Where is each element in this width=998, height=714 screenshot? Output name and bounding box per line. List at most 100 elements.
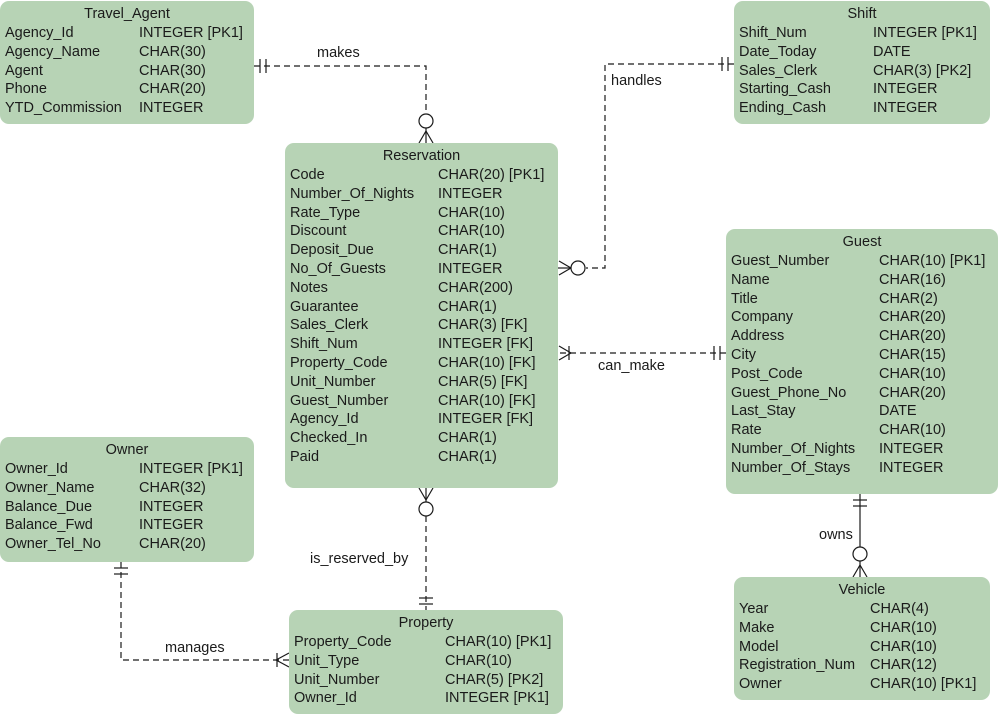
attribute-type: CHAR(20): [879, 384, 946, 401]
attribute-type: CHAR(15): [879, 346, 946, 363]
attribute-type: CHAR(3) [PK2]: [873, 62, 972, 79]
can-make-label: can_make: [598, 358, 665, 374]
makes-label: makes: [317, 45, 360, 61]
attribute-name: Name: [731, 271, 770, 288]
attribute-type: CHAR(4): [870, 601, 929, 617]
attribute-type: CHAR(30): [139, 43, 206, 60]
attribute-type: CHAR(10) [PK1]: [870, 676, 977, 693]
attribute-name: Owner_Tel_No: [5, 536, 101, 553]
attribute-name: No_Of_Guests: [290, 260, 386, 277]
attribute-name: Agency_Name: [5, 43, 101, 60]
attribute-name: Deposit_Due: [290, 242, 374, 259]
attribute-name: Guarantee: [290, 298, 359, 315]
attribute-type: CHAR(20): [879, 328, 946, 345]
attribute-row: Number_Of_Nights INTEGER: [731, 440, 998, 459]
entity-title: Property: [398, 615, 454, 631]
attribute-type: CHAR(10): [870, 619, 937, 636]
owns-connector: [852, 494, 868, 578]
attribute-name: Code: [290, 167, 325, 183]
entity-title: Reservation: [382, 148, 461, 164]
is-reserved-by-connector: [418, 487, 434, 610]
attribute-name: Number_Of_Stays: [731, 459, 851, 476]
attribute-type: INTEGER: [879, 440, 944, 457]
attribute-type: CHAR(30): [139, 62, 206, 79]
attribute-type: CHAR(10): [438, 223, 505, 240]
attribute-name: Rate: [731, 422, 762, 439]
attribute-type: CHAR(16): [879, 271, 946, 288]
owns-label: owns: [819, 527, 853, 543]
attribute-type: INTEGER [PK1]: [139, 25, 243, 41]
attribute-name: Number_Of_Nights: [731, 440, 856, 457]
is-reserved-by-label: is_reserved_by: [310, 551, 409, 567]
attribute-type: CHAR(3) [FK]: [438, 317, 528, 334]
attribute-name: Unit_Number: [294, 671, 380, 688]
attribute-name: City: [731, 346, 756, 363]
attribute-type: INTEGER [PK1]: [873, 25, 977, 41]
attribute-name: Registration_Num: [739, 657, 856, 674]
attribute-name: Number_Of_Nights: [290, 185, 415, 202]
attribute-type: CHAR(2): [879, 290, 938, 307]
handles-connector: [558, 57, 734, 276]
attribute-name: Owner_Id: [294, 690, 357, 707]
attribute-type: CHAR(1): [438, 448, 497, 465]
attribute-name: Rate_Type: [290, 204, 361, 221]
attribute-type: CHAR(10): [438, 204, 505, 221]
attribute-name: Starting_Cash: [739, 81, 831, 98]
attribute-type: CHAR(1): [438, 242, 497, 259]
attribute-name: Phone: [5, 81, 47, 98]
attribute-type: INTEGER: [139, 100, 204, 117]
entity-reservation[interactable]: Reservation Code CHAR(20) [PK1] Number_Of_…: [285, 143, 558, 488]
attribute-type: CHAR(12): [870, 657, 937, 674]
attribute-type: INTEGER: [873, 100, 938, 117]
attribute-type: CHAR(20): [139, 536, 206, 553]
attribute-type: CHAR(20) [PK1]: [438, 167, 545, 183]
entity-title: Vehicle: [838, 582, 886, 598]
manages-label: manages: [165, 640, 225, 656]
attribute-type: CHAR(10) [FK]: [438, 392, 536, 409]
manages-connector: [114, 562, 290, 668]
attribute-name: Company: [731, 309, 794, 326]
attribute-type: INTEGER [PK1]: [139, 461, 243, 477]
attribute-type: CHAR(10): [870, 638, 937, 655]
attribute-name: Checked_In: [290, 430, 368, 447]
attribute-row: Rate_Type CHAR(10): [290, 204, 558, 223]
attribute-name: Ending_Cash: [739, 100, 827, 117]
entity-title: Guest: [842, 234, 882, 250]
attribute-name: Notes: [290, 279, 328, 296]
attribute-row: Deposit_Due CHAR(1): [290, 241, 558, 260]
entity-title: Travel_Agent: [84, 6, 170, 22]
